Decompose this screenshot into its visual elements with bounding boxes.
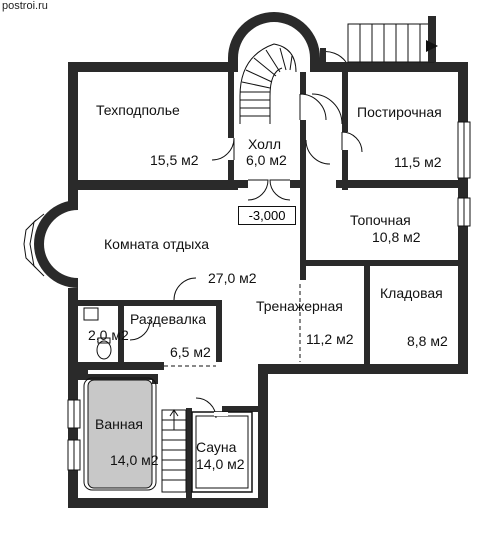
room-name-tehpodpole: Техподполье <box>96 102 180 118</box>
windows <box>67 121 471 471</box>
spiral-stair <box>239 43 297 124</box>
exterior-stair <box>347 23 435 63</box>
room-area-postirochnaya: 11,5 м2 <box>394 154 442 170</box>
room-area-komnata-otdyha: 27,0 м2 <box>208 270 257 286</box>
room-name-topochnaya: Топочная <box>350 212 411 228</box>
room-area-vannaya: 14,0 м2 <box>110 452 159 468</box>
room-name-trenazhernaya: Тренажерная <box>256 298 343 314</box>
bay-window-wall <box>34 200 78 288</box>
inner-stair <box>161 409 187 493</box>
room-area-tehpodpole: 15,5 м2 <box>150 152 199 168</box>
room-area-holl: 6,0 м2 <box>246 152 287 168</box>
bath-walls <box>78 374 258 498</box>
room-name-sauna: Сауна <box>196 439 237 455</box>
stair-tower-wall <box>228 12 320 72</box>
room-name-razdevalka: Раздевалка <box>130 311 207 327</box>
room-area-kladovaya: 8,8 м2 <box>407 333 448 349</box>
doors <box>129 51 363 419</box>
room-area-topochnaya: 10,8 м2 <box>372 229 421 245</box>
interior-walls <box>78 72 458 364</box>
room-area-razdevalka: 6,5 м2 <box>170 344 211 360</box>
pool <box>87 379 153 489</box>
site-watermark: postroi.ru <box>2 0 48 12</box>
room-name-vannaya: Ванная <box>95 416 143 432</box>
room-area-wc: 2,0 м2 <box>88 327 129 343</box>
room-name-postirochnaya: Постирочная <box>357 104 442 120</box>
level-mark: -3,000 <box>238 206 296 225</box>
room-name-komnata-otdyha: Комната отдыха <box>104 236 209 252</box>
room-name-holl: Холл <box>248 136 281 152</box>
room-area-sauna: 14,0 м2 <box>196 456 245 472</box>
room-area-trenazhernaya: 11,2 м2 <box>306 331 354 347</box>
bay-window-glass <box>29 213 45 277</box>
room-name-kladovaya: Кладовая <box>380 285 443 301</box>
